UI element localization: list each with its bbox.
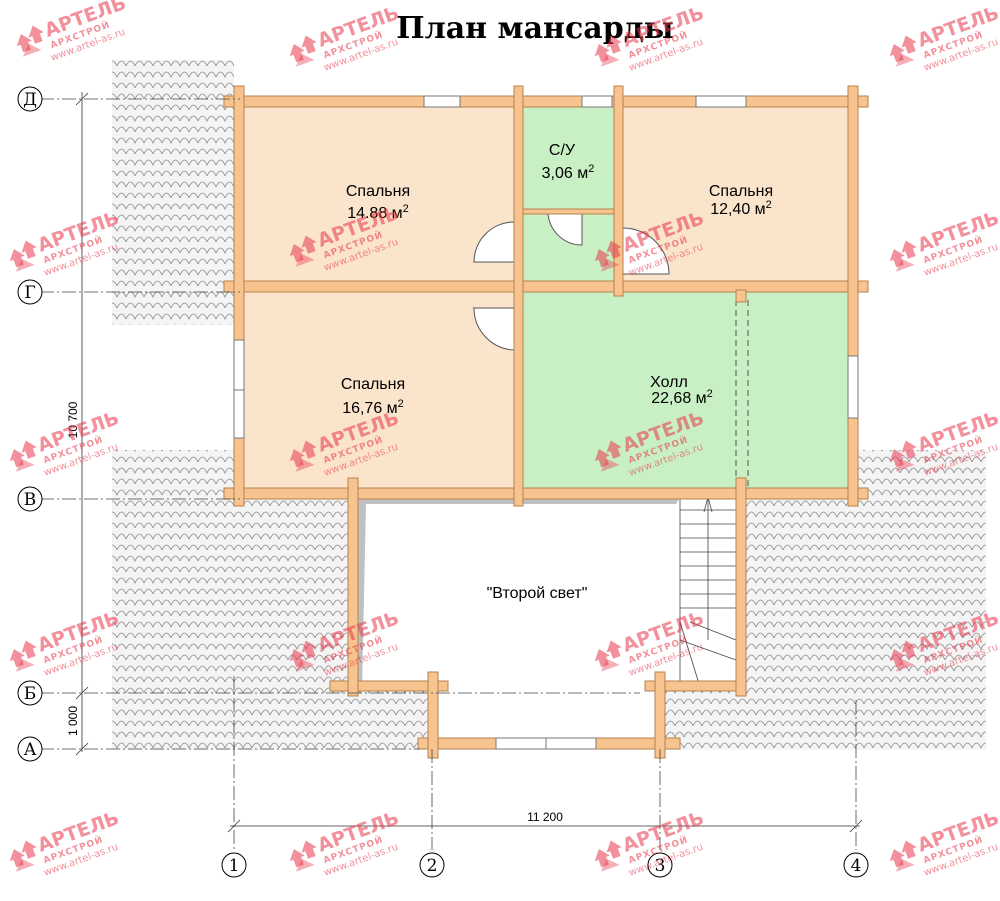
dim-height-small: 1 000 [66,706,80,736]
axis-column-label: 1 [229,856,240,876]
axis-column-bubbles [221,852,869,878]
windows [233,95,859,750]
axis-column-label: 3 [655,856,666,876]
axis-row-label: Г [24,283,35,303]
doors [472,210,670,351]
dimension-lines [75,92,863,833]
dim-width-total: 11 200 [527,810,563,824]
log-walls [223,85,869,759]
room-area: 14.88 м2 [347,203,409,222]
plan-title: План мансарды [396,11,674,46]
room-bedroom-1-fill [244,107,514,283]
room-area: 3,06 м2 [542,163,595,182]
roof-tiles-left-lower [112,450,350,750]
axis-row-label: Б [24,684,37,704]
axis-row-label: В [24,490,37,510]
room-area: 22,68 м2 [651,388,713,407]
room-area: 16,76 м2 [342,398,404,417]
room-second-light-fill [358,497,678,687]
room-name: Холл [650,374,688,391]
axis-row-label: А [24,740,37,760]
room-name: Спальня [709,183,773,200]
axis-lines [40,98,857,850]
room-hall-fill [523,292,849,488]
axis-column-label: 4 [851,856,862,876]
staircase [679,495,737,688]
axis-column-label: 2 [427,856,438,876]
dim-height-total: 10 700 [66,401,80,438]
room-name: Спальня [341,376,405,393]
axis-row-label: Д [23,90,37,110]
room-name: "Второй свет" [487,585,588,602]
roof-tiles-left-upper [112,60,234,325]
room-name: Спальня [346,183,410,200]
room-area: 12,40 м2 [710,199,772,218]
axis-row-bubbles [17,86,43,762]
room-bathroom-fill [523,107,615,211]
room-name: С/У [549,142,576,159]
room-bedroom-3-fill [244,292,514,488]
roof-tiles-right-lower [746,450,986,750]
